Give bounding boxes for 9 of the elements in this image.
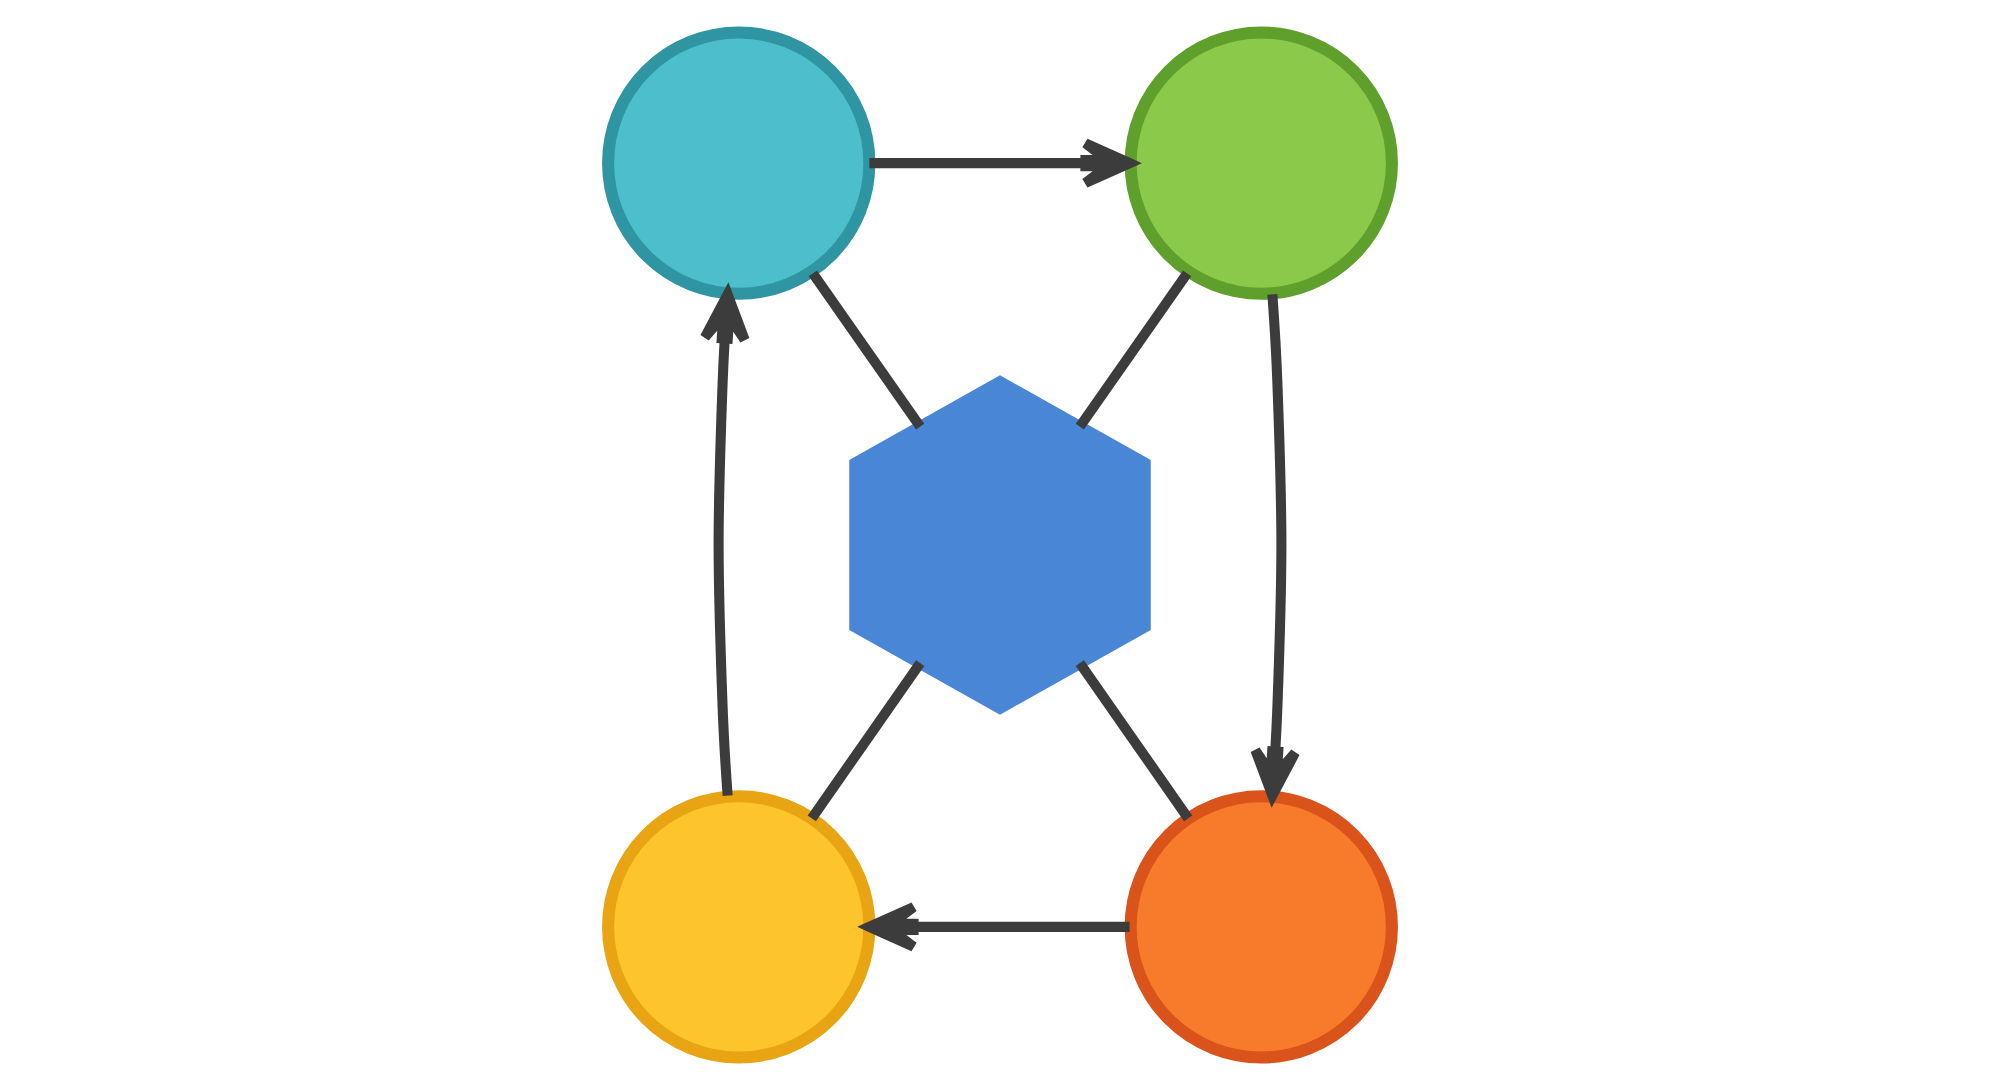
connector bbox=[808, 270, 925, 430]
connector bbox=[1075, 660, 1193, 822]
node-hexagon bbox=[849, 375, 1151, 715]
connector bbox=[1075, 270, 1192, 430]
node-circle bbox=[602, 790, 876, 1064]
node-circle bbox=[602, 26, 876, 300]
node-circle bbox=[1124, 26, 1398, 300]
node-circle bbox=[1124, 790, 1398, 1064]
connector bbox=[807, 660, 925, 822]
